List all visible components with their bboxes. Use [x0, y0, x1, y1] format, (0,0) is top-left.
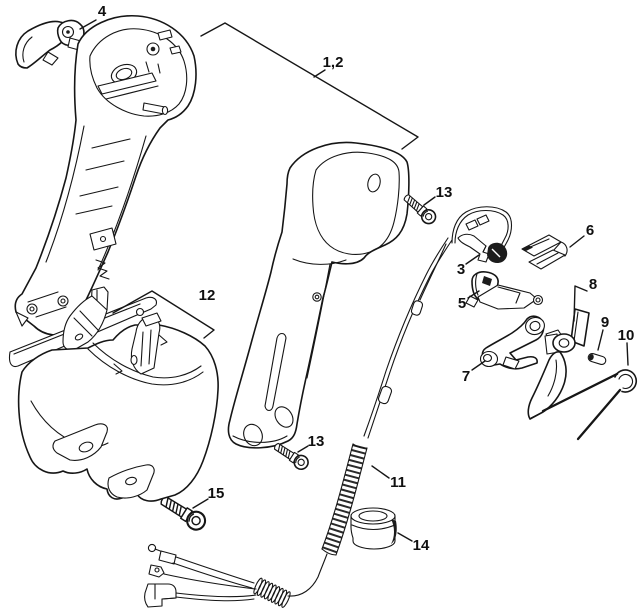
part-wiring-harness-3	[451, 206, 513, 264]
leader-15	[192, 498, 209, 509]
leader-13-lower	[297, 445, 309, 453]
leader-9	[597, 329, 604, 351]
cable-coil	[253, 577, 291, 608]
leader-8	[573, 285, 588, 322]
part-sleeve-14	[350, 507, 397, 550]
part-clip-6	[521, 234, 568, 270]
part-housing-cover-12	[8, 286, 219, 502]
callout-label-8: 8	[589, 276, 597, 293]
callout-label-6: 6	[586, 222, 594, 239]
callout-label-15: 15	[208, 485, 225, 502]
part-pin-9	[587, 352, 607, 366]
callout-label-5: 5	[458, 295, 466, 312]
callout-label-13-top: 13	[436, 184, 453, 201]
callout-label-10: 10	[618, 327, 635, 344]
part-switch-5	[465, 271, 544, 310]
part-lever-7	[479, 315, 545, 370]
leader-14	[397, 532, 413, 542]
callout-label-12: 12	[199, 287, 216, 304]
part-torsion-spring-10	[541, 369, 638, 441]
callout-label-9: 9	[601, 314, 609, 331]
leader-5	[467, 290, 480, 299]
leader-11	[371, 465, 390, 479]
leader-4	[79, 19, 97, 30]
callouts: 4 1,2 13 3 5 6 7 8 9 10 11 12 13 14 15	[79, 3, 635, 554]
part-spiral-wrap-11	[321, 443, 368, 556]
leader-10	[626, 342, 629, 366]
screw-13-lower	[270, 439, 312, 473]
throttle-cable-run	[363, 237, 453, 439]
callout-label-3: 3	[457, 261, 465, 278]
callout-label-4: 4	[98, 3, 107, 20]
leader-6	[569, 235, 585, 248]
assembly-bracket-1-2	[200, 22, 419, 150]
part-handle-housing-right-half	[227, 141, 410, 449]
leader-3	[465, 254, 480, 265]
leader-12	[112, 290, 215, 339]
callout-label-13-lower: 13	[308, 433, 325, 450]
callout-label-7: 7	[462, 368, 470, 385]
throttle-cable-assembly	[144, 543, 328, 608]
callout-label-1-2: 1,2	[323, 54, 344, 71]
part-trigger-8	[527, 308, 590, 420]
part-handle-housing-left-half	[14, 15, 197, 336]
callout-label-11: 11	[390, 474, 406, 491]
callout-label-14: 14	[413, 537, 430, 554]
leader-13-top	[423, 196, 436, 206]
leader-7	[471, 360, 486, 371]
